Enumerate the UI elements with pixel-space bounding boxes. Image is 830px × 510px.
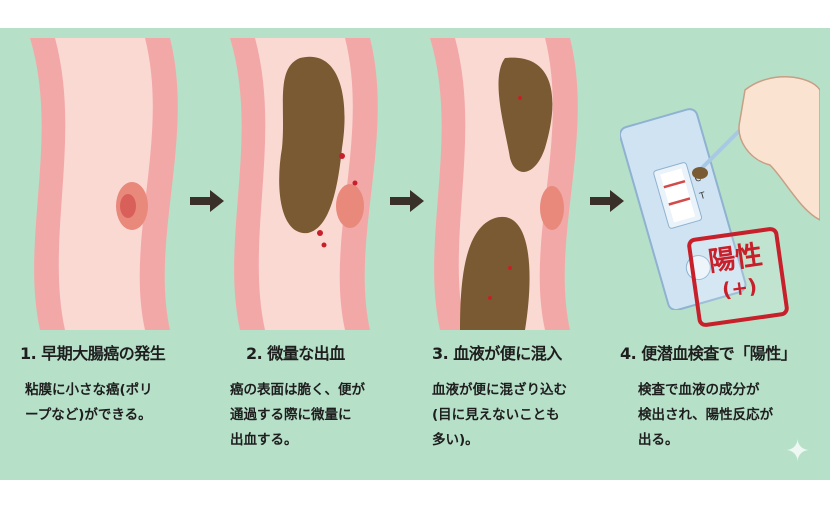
stool: [460, 216, 530, 330]
colon-panel-1-early-cancer: [30, 38, 178, 330]
desc-line: 癌の表面は脆く、便が: [230, 382, 365, 398]
step-description: 検査で血液の成分が 検出され、陽性反応が 出る。: [620, 378, 820, 453]
arrow-right-icon: [390, 190, 424, 212]
step-title: 3. 血液が便に混入: [432, 344, 562, 363]
arrow-right-icon: [590, 190, 624, 212]
hand: [738, 76, 820, 221]
desc-line: 血液が便に混ざり込む: [432, 382, 567, 398]
control-line-label: C: [694, 174, 703, 185]
stool-sample: [692, 167, 708, 179]
step-description: 血液が便に混ざり込む (目に見えないことも 多い)。: [432, 378, 632, 453]
test-line-label: T: [698, 191, 707, 203]
desc-line: 多い)。: [432, 432, 479, 448]
sparkle-icon: ✦: [785, 434, 811, 469]
desc-line: 通過する際に微量に: [230, 407, 352, 423]
step-4: 4. 便潜血検査で「陽性」 検査で血液の成分が 検出され、陽性反応が 出る。: [620, 340, 820, 453]
desc-line: ープなど)ができる。: [25, 407, 152, 423]
colon-panel-3-blood-in-stool: [430, 38, 578, 330]
desc-line: (目に見えないことも: [432, 407, 560, 423]
desc-line: 検出され、陽性反応が: [638, 407, 774, 423]
positive-stamp: 陽性 (+): [686, 226, 790, 328]
desc-line: 出血する。: [230, 432, 298, 448]
step-title: 4. 便潜血検査で「陽性」: [620, 344, 797, 363]
desc-line: 粘膜に小さな癌(ポリ: [25, 382, 153, 398]
step-description: 粘膜に小さな癌(ポリ ープなど)ができる。: [20, 378, 220, 428]
stool: [279, 56, 345, 234]
desc-line: 出る。: [638, 432, 679, 448]
step-title: 1. 早期大腸癌の発生: [20, 344, 166, 363]
step-2: 2. 微量な出血 癌の表面は脆く、便が 通過する際に微量に 出血する。: [230, 340, 430, 453]
step-description: 癌の表面は脆く、便が 通過する際に微量に 出血する。: [230, 378, 430, 453]
colon-panel-2-bleeding: [230, 38, 378, 330]
fecal-occult-blood-test-kit: C T: [620, 76, 820, 310]
step-1: 1. 早期大腸癌の発生 粘膜に小さな癌(ポリ ープなど)ができる。: [20, 340, 220, 428]
arrow-right-icon: [190, 190, 224, 212]
step-title: 2. 微量な出血: [246, 344, 345, 363]
stool: [498, 57, 553, 172]
desc-line: 検査で血液の成分が: [638, 382, 760, 398]
step-3: 3. 血液が便に混入 血液が便に混ざり込む (目に見えないことも 多い)。: [432, 340, 632, 453]
